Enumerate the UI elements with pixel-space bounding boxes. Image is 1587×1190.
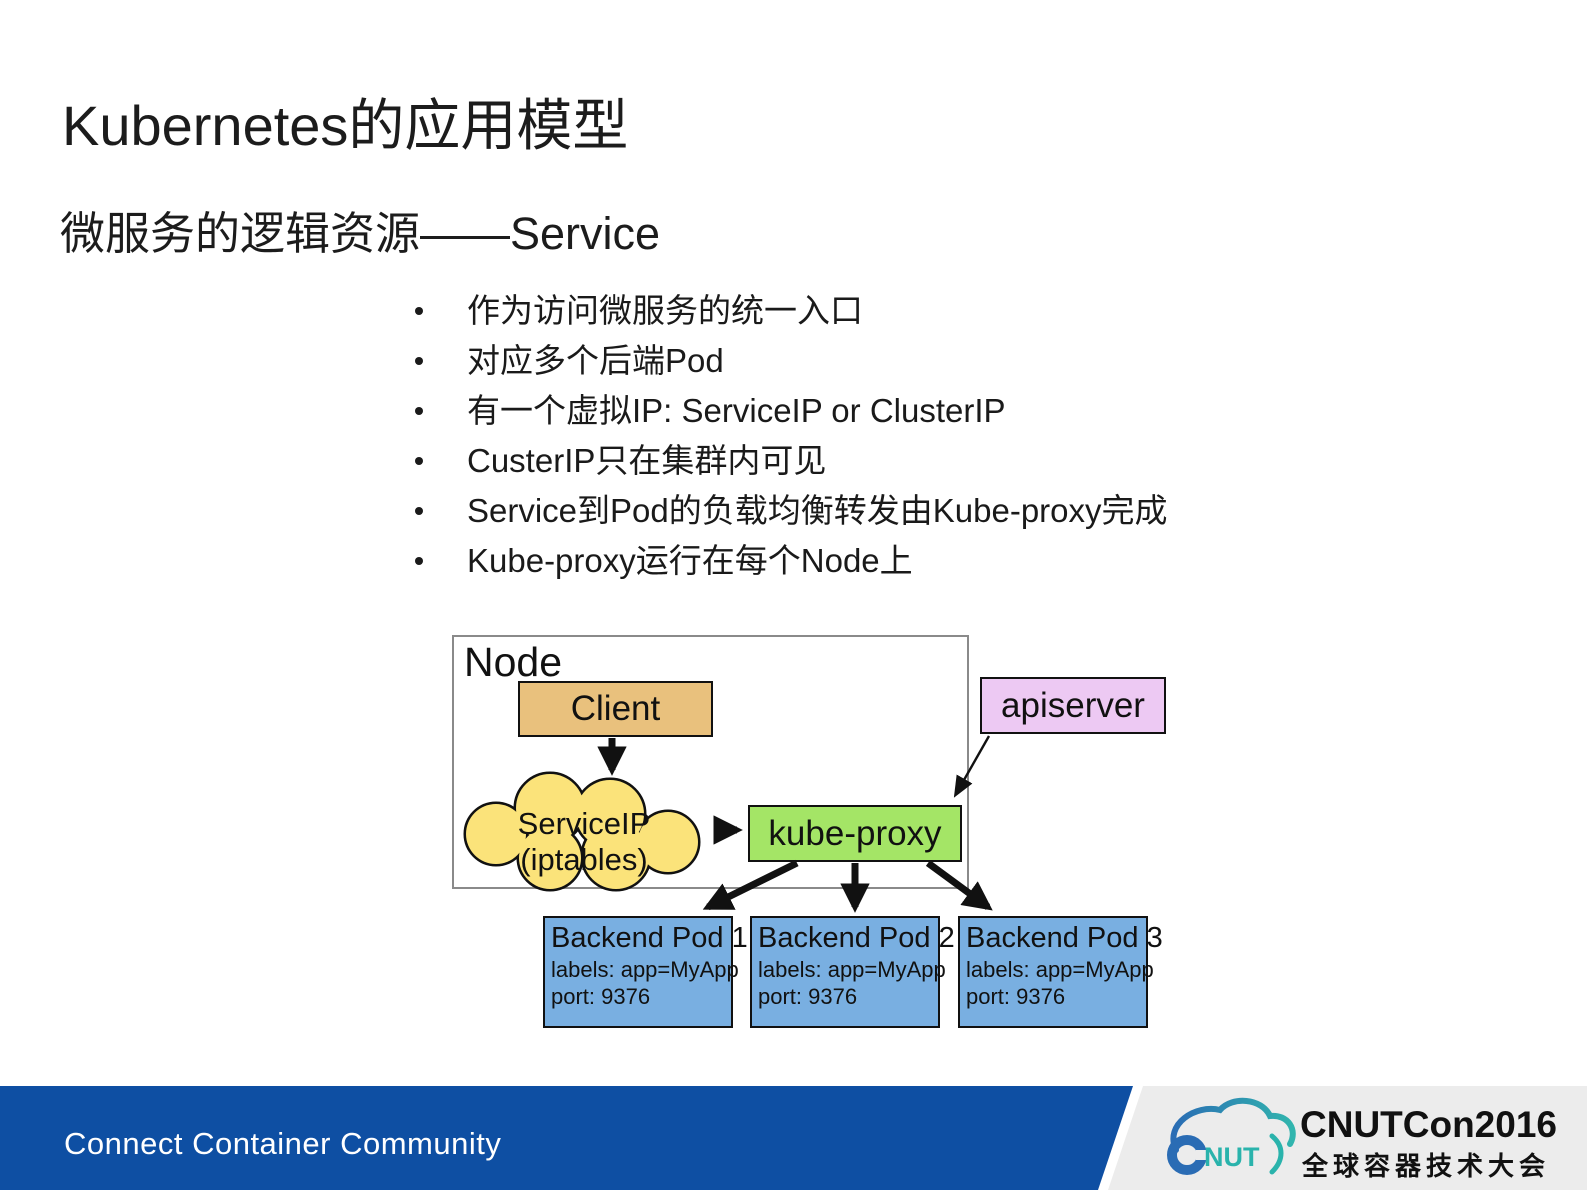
- footer: Connect Container Community NUT CNUTCon2…: [0, 1086, 1587, 1190]
- apiserver-label: apiserver: [1001, 685, 1145, 725]
- bullet-text: CusterIP只在集群内可见: [467, 442, 827, 479]
- bullet-dot: [415, 457, 423, 465]
- bullet-dot: [415, 557, 423, 565]
- kube-proxy-box: kube-proxy: [748, 805, 962, 862]
- brand-subtitle: 全球容器技术大会: [1302, 1151, 1551, 1181]
- bullet-dot: [415, 307, 423, 315]
- pod-labels: labels: app=MyApp: [758, 957, 946, 982]
- list-item: 对应多个后端Pod: [400, 336, 1350, 386]
- kube-proxy-label: kube-proxy: [768, 813, 942, 853]
- cloud-label-line2: (iptables): [520, 842, 648, 877]
- pod-port: port: 9376: [758, 984, 858, 1009]
- list-item: Kube-proxy运行在每个Node上: [400, 536, 1350, 586]
- pod-title: Backend Pod 1: [551, 922, 748, 954]
- bullet-text: 有一个虚拟IP: ServiceIP or ClusterIP: [467, 392, 1006, 429]
- page-title: Kubernetes的应用模型: [62, 94, 629, 157]
- brand-title: CNUTCon2016: [1300, 1104, 1557, 1145]
- client-label: Client: [570, 689, 661, 728]
- logo-nut-text: NUT: [1204, 1142, 1260, 1172]
- pod-title: Backend Pod 3: [966, 922, 1163, 954]
- pod-title: Backend Pod 2: [758, 922, 955, 954]
- bullet-dot: [415, 507, 423, 515]
- node-label: Node: [464, 639, 563, 685]
- cnut-logo: NUT: [1167, 1097, 1296, 1175]
- bullet-list: 作为访问微服务的统一入口 对应多个后端Pod 有一个虚拟IP: ServiceI…: [400, 286, 1350, 586]
- pod-port: port: 9376: [966, 984, 1066, 1009]
- list-item: CusterIP只在集群内可见: [400, 436, 1350, 486]
- bullet-text: 作为访问微服务的统一入口: [467, 292, 863, 329]
- apiserver-box: apiserver: [980, 677, 1166, 734]
- logo-c-gap: [1196, 1150, 1206, 1160]
- pod-labels: labels: app=MyApp: [551, 957, 739, 982]
- list-item: 作为访问微服务的统一入口: [400, 286, 1350, 336]
- footer-blue-bar: [0, 1086, 1133, 1190]
- pod-port: port: 9376: [551, 984, 651, 1009]
- cloud-label-line1: ServiceIP: [518, 806, 651, 841]
- bullet-dot: [415, 357, 423, 365]
- backend-pod-3: Backend Pod 3 labels: app=MyApp port: 93…: [958, 916, 1163, 1028]
- bullet-text: Kube-proxy运行在每个Node上: [467, 542, 913, 579]
- backend-pod-2: Backend Pod 2 labels: app=MyApp port: 93…: [750, 916, 955, 1028]
- logo-paren-icon: [1269, 1133, 1284, 1175]
- logo-cloud-icon: [1170, 1097, 1296, 1153]
- slide-subtitle: 微服务的逻辑资源——Service: [60, 208, 661, 259]
- bullet-dot: [415, 407, 423, 415]
- bullet-text: 对应多个后端Pod: [467, 342, 724, 379]
- pod-labels: labels: app=MyApp: [966, 957, 1154, 982]
- client-box: Client: [518, 681, 713, 737]
- bullet-text: Service到Pod的负载均衡转发由Kube-proxy完成: [467, 492, 1168, 529]
- serviceip-cloud: ServiceIP (iptables): [463, 771, 701, 892]
- list-item: 有一个虚拟IP: ServiceIP or ClusterIP: [400, 386, 1350, 436]
- backend-pod-1: Backend Pod 1 labels: app=MyApp port: 93…: [543, 916, 748, 1028]
- service-diagram: Node Client ServiceIP (iptables) kube-pr…: [440, 620, 1180, 1038]
- footer-tagline: Connect Container Community: [64, 1126, 502, 1161]
- list-item: Service到Pod的负载均衡转发由Kube-proxy完成: [400, 486, 1350, 536]
